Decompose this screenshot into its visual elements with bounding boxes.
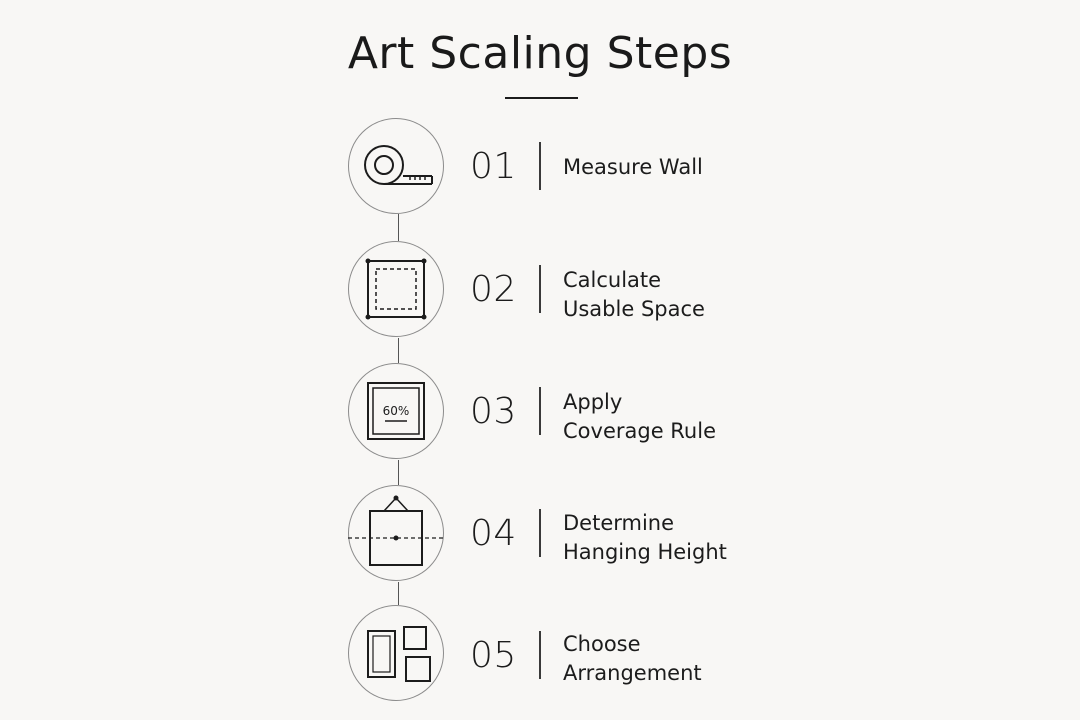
step-5-divider (539, 631, 541, 679)
step-4-number: 04 (470, 513, 517, 554)
step-3-divider (539, 387, 541, 435)
step-4-label: Determine Hanging Height (563, 509, 727, 567)
page-title: Art Scaling Steps (347, 28, 733, 79)
coverage-frame-icon: 60% (366, 381, 425, 440)
step-4-label-line: Hanging Height (563, 540, 727, 564)
step-3-icon-circle: 60% (348, 363, 444, 459)
step-2-label-line: Usable Space (563, 297, 705, 321)
connector-line (397, 582, 399, 605)
step-4-divider (539, 509, 541, 557)
step-1-icon-circle (348, 118, 444, 214)
coverage-percent-text: 60% (382, 404, 409, 418)
step-5-icon-circle (348, 605, 444, 701)
step-3-label-line: Coverage Rule (563, 419, 716, 443)
step-2-number: 02 (470, 269, 517, 310)
step-1-divider (539, 142, 541, 190)
step-2-divider (539, 265, 541, 313)
step-3-label-line: Apply (563, 390, 623, 414)
hanging-frame-icon (347, 495, 444, 566)
step-5-label-line: Arrangement (563, 661, 702, 685)
step-2-label: Calculate Usable Space (563, 266, 705, 324)
step-4-icon-circle (347, 485, 444, 581)
connector-line (397, 214, 399, 241)
connector-line (397, 338, 399, 363)
usable-space-frame-icon (365, 258, 426, 319)
step-2-icon-circle (348, 241, 444, 337)
tape-measure-icon (363, 144, 433, 185)
step-1-number: 01 (470, 146, 517, 187)
step-5-label: Choose Arrangement (563, 630, 702, 688)
step-4-label-line: Determine (563, 511, 675, 535)
title-underline (505, 97, 578, 99)
arrangement-frames-icon (366, 625, 431, 682)
step-1-label-line: Measure Wall (563, 155, 703, 179)
step-5-number: 05 (470, 635, 517, 676)
step-2-label-line: Calculate (563, 268, 662, 292)
step-3-label: Apply Coverage Rule (563, 388, 716, 446)
step-3-number: 03 (470, 391, 517, 432)
step-5-label-line: Choose (563, 632, 641, 656)
connector-line (397, 460, 399, 485)
step-1-label: Measure Wall (563, 153, 703, 182)
